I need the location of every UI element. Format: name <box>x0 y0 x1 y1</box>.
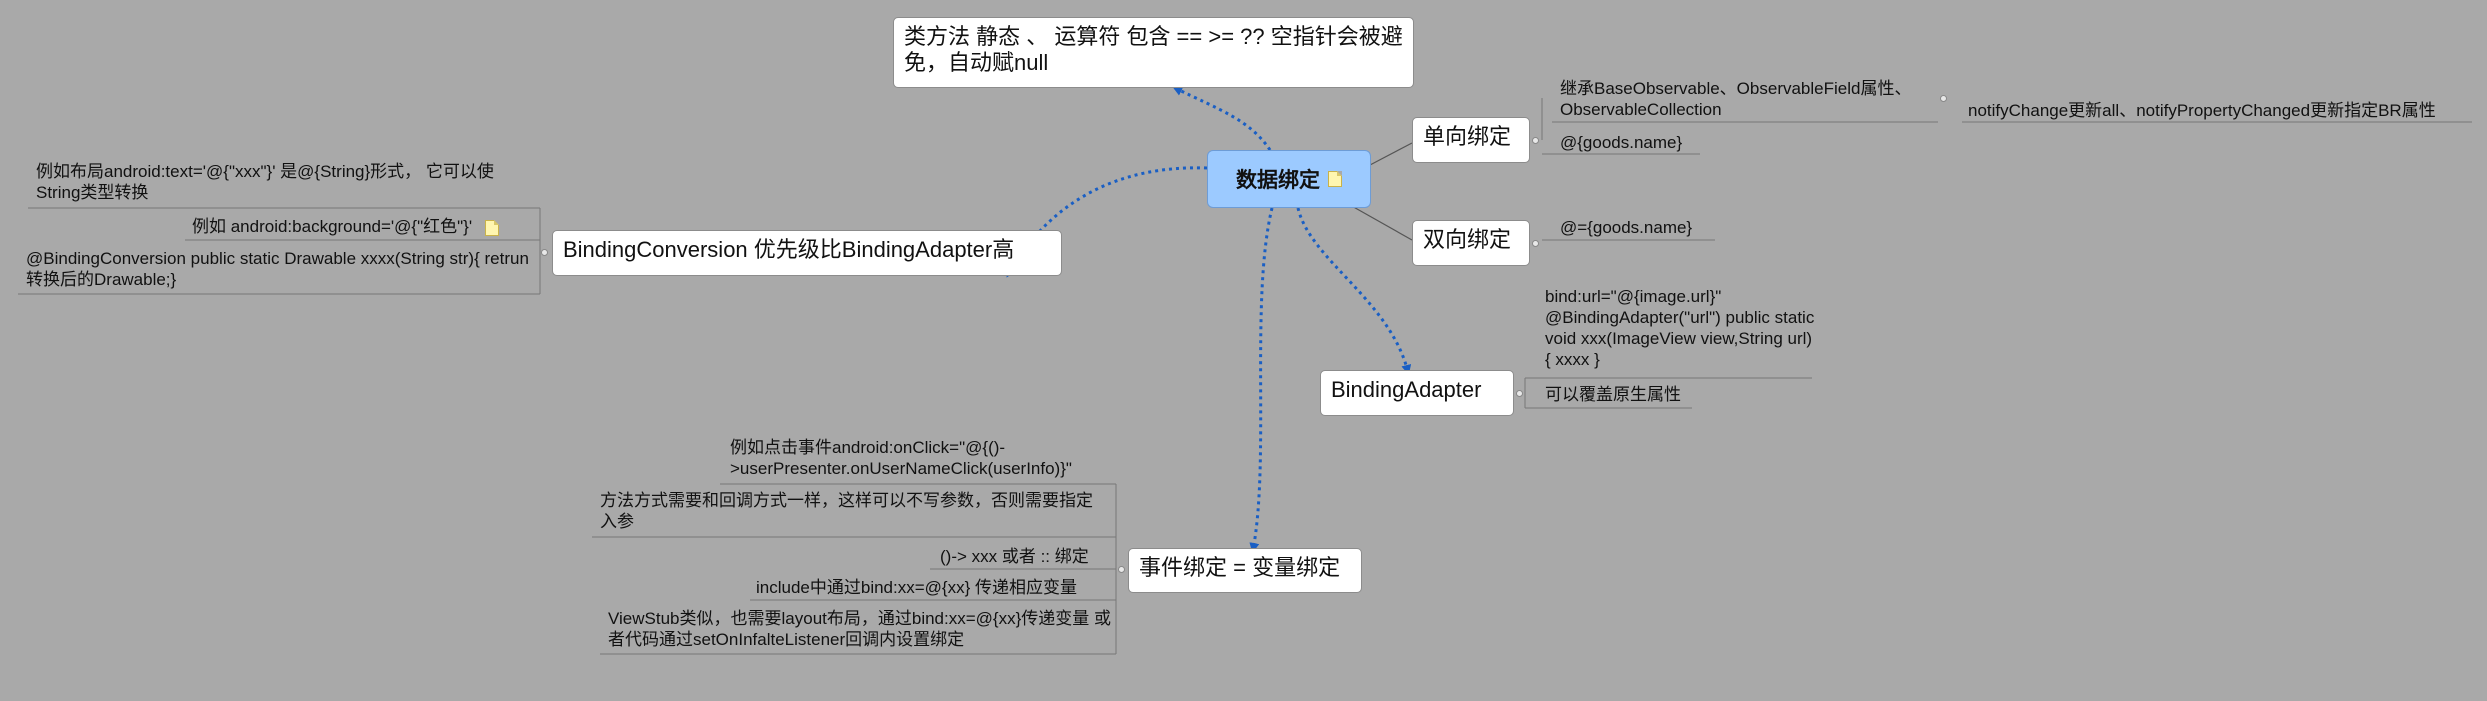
branch-line-one-way <box>1369 142 1413 166</box>
central-topic[interactable]: 数据绑定 <box>1207 150 1371 208</box>
topic-class-method[interactable]: 类方法 静态 、 运算符 包含 == >= ?? 空指针会被避免，自动赋null <box>893 17 1414 88</box>
collapse-toggle-adapter[interactable] <box>1516 390 1523 397</box>
collapse-toggle-one-way[interactable] <box>1532 137 1539 144</box>
topic-binding-adapter[interactable]: BindingAdapter <box>1320 370 1514 416</box>
leaf-event-include: include中通过bind:xx=@{xx} 传递相应变量 <box>756 578 1077 597</box>
relationship-arrow-event <box>1249 207 1274 553</box>
leaf-conv-text: 例如布局android:text='@{"xxx"}' 是@{String}形式… <box>36 162 494 202</box>
topic-event-binding-label: 事件绑定 = 变量绑定 <box>1139 555 1341 580</box>
leaf-one-way-notify: notifyChange更新all、notifyPropertyChanged更… <box>1968 101 2436 120</box>
topic-two-way-label: 双向绑定 <box>1423 227 1512 252</box>
leaf-conv-background: 例如 android:background='@{"红色"}' <box>192 217 473 236</box>
collapse-toggle-two-way[interactable] <box>1532 240 1539 247</box>
leaf-two-way-expr: @={goods.name} <box>1560 218 1693 237</box>
collapse-toggle-event[interactable] <box>1118 566 1125 573</box>
leaf-adapter-code: bind:url="@{image.url}" @BindingAdapter(… <box>1545 287 1815 369</box>
central-topic-label: 数据绑定 <box>1236 169 1320 192</box>
topic-two-way-binding[interactable]: 双向绑定 <box>1412 220 1530 266</box>
topic-class-method-label: 类方法 静态 、 运算符 包含 == >= ?? 空指针会被避免，自动赋null <box>904 24 1403 75</box>
leaf-event-onclick: 例如点击事件android:onClick="@{()->userPresent… <box>730 438 1072 478</box>
collapse-toggle-conversion[interactable] <box>541 249 548 256</box>
topic-one-way-binding[interactable]: 单向绑定 <box>1412 117 1530 163</box>
note-icon[interactable] <box>484 219 499 236</box>
leaf-one-way-expr: @{goods.name} <box>1560 133 1683 152</box>
leaf-one-way-observable: 继承BaseObservable、ObservableField属性、Obser… <box>1560 79 1912 119</box>
relationship-arrow-conversion <box>1006 166 1208 278</box>
leaf-event-method: 方法方式需要和回调方式一样，这样可以不写参数，否则需要指定入参 <box>600 491 1093 531</box>
collapse-toggle-one-way-observable[interactable] <box>1940 95 1947 102</box>
topic-binding-conversion[interactable]: BindingConversion 优先级比BindingAdapter高 <box>552 230 1062 276</box>
leaf-adapter-override: 可以覆盖原生属性 <box>1545 385 1681 404</box>
leaf-conv-code: @BindingConversion public static Drawabl… <box>26 249 529 289</box>
topic-binding-conversion-label: BindingConversion 优先级比BindingAdapter高 <box>563 237 1015 262</box>
note-icon[interactable] <box>1328 171 1342 187</box>
leaf-event-lambda: ()-> xxx 或者 :: 绑定 <box>940 547 1089 566</box>
topic-event-binding[interactable]: 事件绑定 = 变量绑定 <box>1128 548 1362 593</box>
relationship-arrow-adapter <box>1296 207 1412 375</box>
topic-binding-adapter-label: BindingAdapter <box>1331 377 1482 402</box>
leaf-conv-background-wrap: 例如 android:background='@{"红色"}' <box>192 216 499 237</box>
relationship-arrow-class-method <box>1172 86 1272 151</box>
topic-one-way-label: 单向绑定 <box>1423 124 1512 149</box>
leaf-event-viewstub: ViewStub类似，也需要layout布局，通过bind:xx=@{xx}传递… <box>608 609 1112 649</box>
branch-line-two-way <box>1349 204 1413 241</box>
